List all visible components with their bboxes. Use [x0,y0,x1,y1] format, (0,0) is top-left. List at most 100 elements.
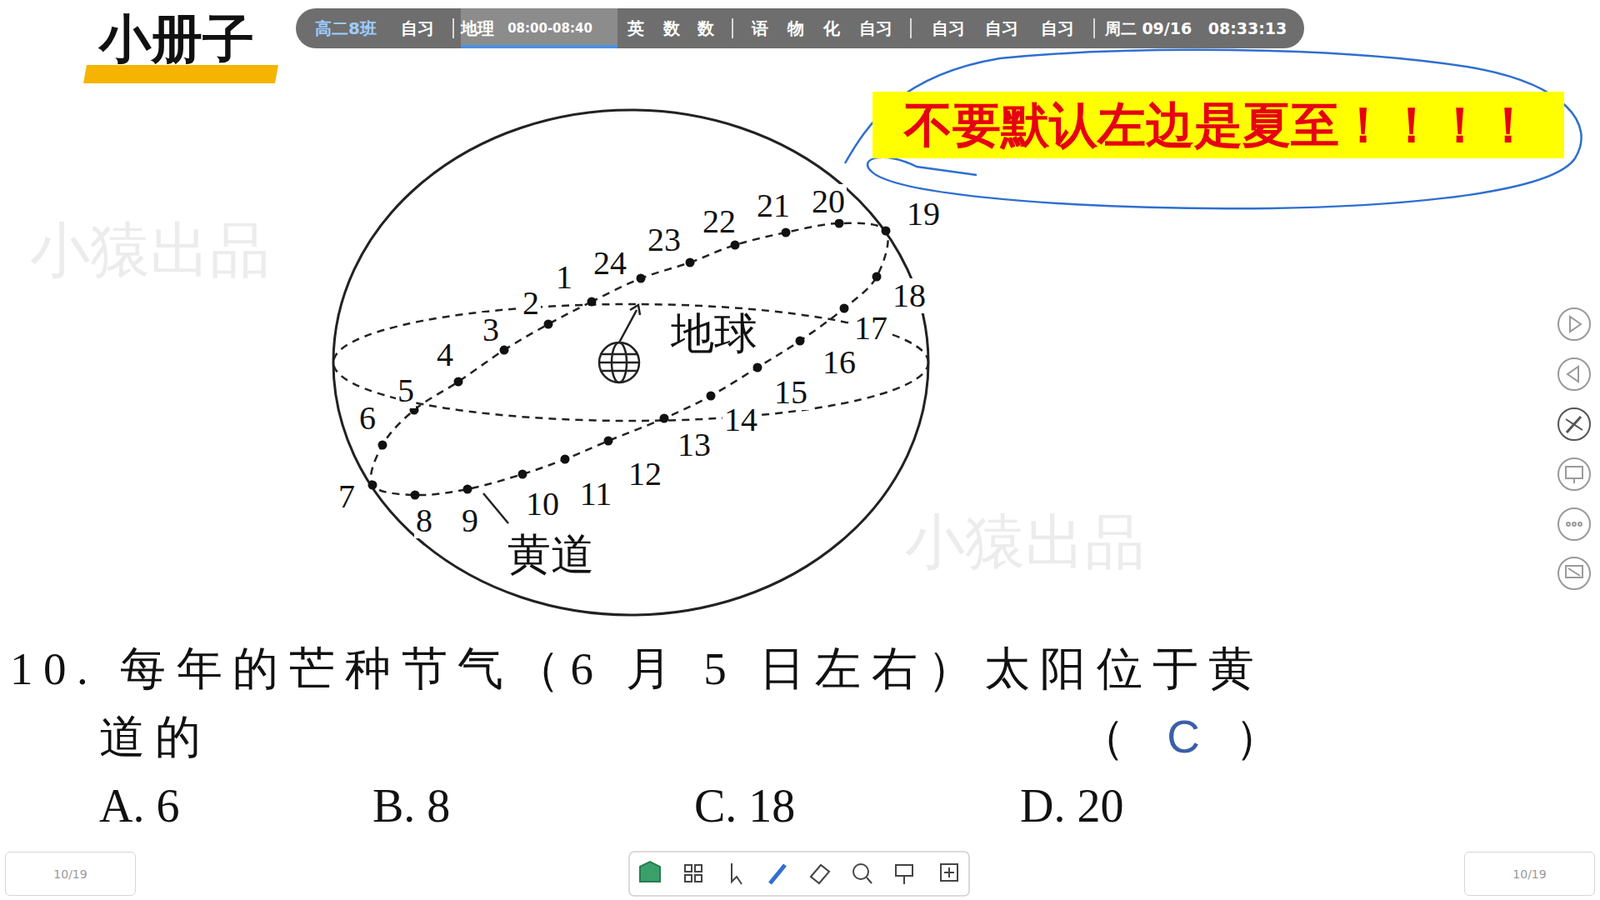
point-number: 15 [772,375,810,410]
page-counter: 10/19 [5,851,136,896]
schedule-item: 周二 09/16 [1105,20,1192,37]
ecliptic-point [518,470,528,480]
ecliptic-point [604,436,614,446]
point-number: 24 [591,245,629,281]
ecliptic-point [636,274,646,284]
schedule-item: 08:00-08:40 [507,22,593,35]
schedule-item: 语 [751,20,769,37]
tool-icon [1565,565,1583,578]
ecliptic-point [706,391,716,401]
point-number: 6 [357,400,378,436]
point-number: 9 [460,503,480,539]
point-number: 10 [524,486,561,522]
ecliptic-point [454,377,464,387]
point-number: 3 [480,312,501,348]
earth-axis [619,310,637,343]
schedule-item: 自习 [859,20,893,37]
earth-symbol [599,305,640,383]
ecliptic-point [835,219,845,229]
question-text: 10. 每年的芒种节气（6 月 5 日左右）太阳位于黄 [10,645,1265,692]
answer-bracket: ） [1235,714,1281,760]
option: C. 18 [694,782,795,830]
bottom-toolbar [629,851,970,896]
schedule-item: 自习 [985,20,1019,37]
ecliptic-point [544,320,554,330]
tool-icon [1558,458,1590,490]
answer-bracket: （ [1079,714,1125,760]
ecliptic-point [368,480,378,490]
point-number: 7 [336,479,357,515]
hand-drawn-loop [845,50,1582,209]
answer-letter: C [1166,714,1200,760]
toolbar-icon [770,865,785,884]
tool-icon [1565,466,1583,479]
point-number: 8 [414,503,435,539]
tool-icon [1573,478,1575,484]
note-text: 不要默认左边是夏至！！！！ [904,100,1533,150]
schedule-item: 化 [823,20,840,37]
toolbar-icon [853,864,869,880]
ecliptic-point [795,336,805,346]
point-number: 19 [905,196,942,232]
point-number: 12 [626,456,664,492]
ecliptic-point [881,226,891,236]
toolbar-icon [895,865,913,876]
ecliptic-point [872,272,882,282]
brand-logo: 小册子 [99,13,255,65]
current-period-highlight [460,8,618,49]
ecliptic [370,223,889,495]
toolbar-icon [903,875,905,885]
point-number: 1 [554,260,575,295]
leader-line [483,493,509,524]
schedule-item: 自习 [400,20,435,37]
toolbar-icon [695,865,702,872]
separator [452,18,455,39]
point-number: 2 [520,285,541,321]
point-number: 16 [820,345,858,380]
schedule-item: 数 [663,20,680,37]
point-number: 22 [700,204,738,240]
point-number: 11 [578,476,615,512]
tool-icon [1565,419,1583,430]
toolbar-icon [640,861,660,882]
toolbar-icon [948,867,950,878]
ecliptic-point [685,258,695,268]
ecliptic-point [660,414,670,424]
toolbar-icon [810,865,830,884]
earth-circle [599,342,640,383]
tool-icon [1568,568,1580,576]
axis-arrowhead [630,305,640,315]
toolbar-icon [866,877,872,884]
ecliptic-point [410,490,420,500]
ecliptic-point [753,363,763,373]
point-number: 20 [810,184,847,220]
earth-parallel [599,361,640,365]
point-number: 23 [645,222,683,258]
toolbar-icon [731,863,742,885]
point-number: 4 [435,337,455,373]
question-text: 道的 [99,714,212,760]
ecliptic-label: 黄道 [505,531,596,577]
toolbar-icon [695,875,702,882]
toolbar-icon [685,875,692,882]
schedule-item: 自习 [1040,20,1075,37]
tool-icon [1558,358,1590,390]
option: A. 6 [99,782,180,830]
tool-icon [1570,316,1581,332]
point-number: 17 [852,310,890,346]
logo-underline [83,65,279,84]
ecliptic-point [781,228,791,238]
earth-parallel [600,353,639,356]
celestial-sphere [333,110,929,615]
point-number: 18 [890,278,928,314]
schedule-item: 英 [627,20,645,37]
earth-parallel [600,370,639,373]
ecliptic-point [500,345,510,355]
tool-icon [1558,308,1590,340]
toolbar-icons [640,861,958,885]
point-number: 21 [755,188,792,224]
toolbar-icon [940,864,958,881]
tool-icon [1558,408,1590,440]
side-tools [1558,308,1590,590]
ecliptic-group [368,219,891,500]
